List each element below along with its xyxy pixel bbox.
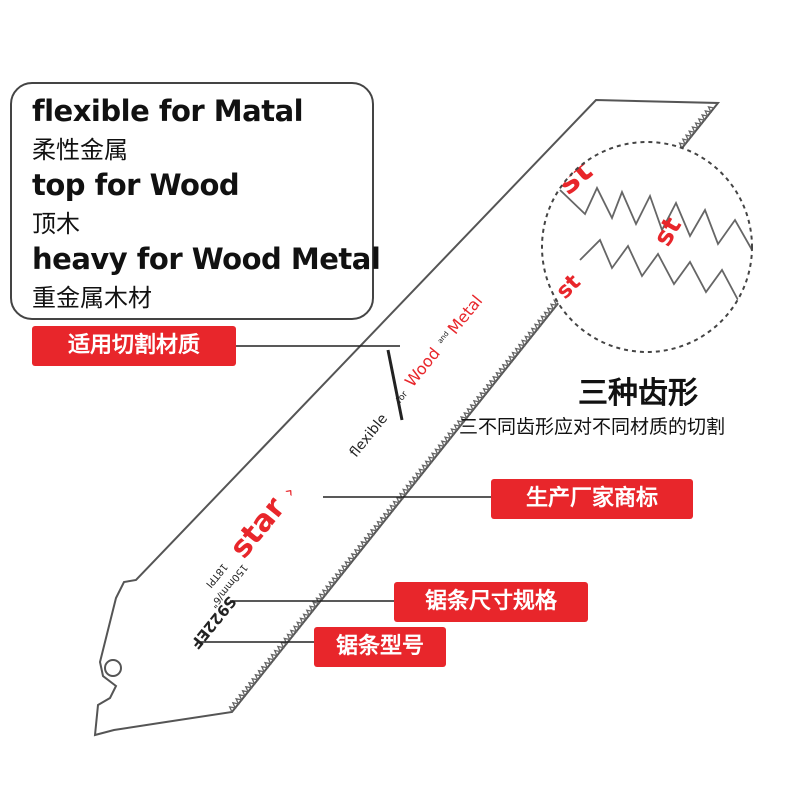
tooth-magnifier: st st st [541, 141, 753, 353]
feature-line-3-zh: 重金属木材 [32, 284, 152, 312]
feature-line-2-en: top for Wood [32, 168, 240, 202]
tooth-types-subtitle: 三不同齿形应对不同材质的切割 [459, 416, 726, 438]
callout-material: 适用切割材质 [32, 326, 236, 366]
callout-model: 锯条型号 [314, 627, 446, 667]
feature-line-3-en: heavy for Wood Metal [32, 242, 381, 276]
feature-line-1-zh: 柔性金属 [32, 136, 128, 164]
feature-info-box: flexible for Matal 柔性金属 top for Wood 顶木 … [10, 82, 381, 320]
feature-line-2-zh: 顶木 [32, 210, 80, 238]
feature-line-1-en: flexible for Matal [32, 94, 304, 128]
mounting-hole [104, 659, 122, 677]
tooth-types-title: 三种齿形 [578, 376, 698, 411]
magnified-teeth [559, 185, 752, 252]
callout-brand: 生产厂家商标 [491, 479, 693, 519]
blade-divider-stroke [386, 349, 404, 421]
callout-size: 锯条尺寸规格 [394, 582, 588, 622]
